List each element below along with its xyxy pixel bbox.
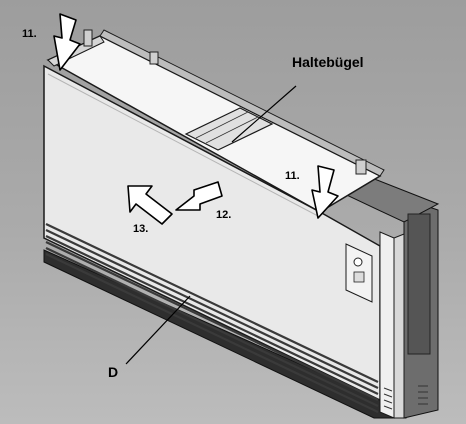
retaining-bracket xyxy=(184,107,274,151)
arrow-down-icon xyxy=(311,165,339,219)
step-13-label: 13. xyxy=(133,223,149,235)
control-knob xyxy=(353,257,363,267)
arrow-left-icon xyxy=(175,181,223,211)
clip xyxy=(355,159,367,175)
arrow-down-icon xyxy=(53,13,81,71)
bracket-label: Haltebügel xyxy=(292,54,364,70)
step-11-right-label: 11. xyxy=(285,170,300,182)
clip xyxy=(83,29,93,47)
control-switch xyxy=(353,271,365,283)
side-strip xyxy=(379,231,395,419)
arrow-up-left-icon xyxy=(127,185,173,225)
grille xyxy=(45,223,379,413)
side-strip xyxy=(393,233,405,419)
back-edge xyxy=(99,29,385,177)
side-block-inner xyxy=(407,213,431,355)
step-12-label: 12. xyxy=(216,209,232,221)
leader-line-bracket xyxy=(231,85,297,143)
leader-line-d xyxy=(125,295,191,365)
side-vents xyxy=(383,385,428,410)
clip xyxy=(149,51,159,65)
step-11-left-label: 11. xyxy=(22,28,37,40)
part-d-label: D xyxy=(108,364,119,380)
